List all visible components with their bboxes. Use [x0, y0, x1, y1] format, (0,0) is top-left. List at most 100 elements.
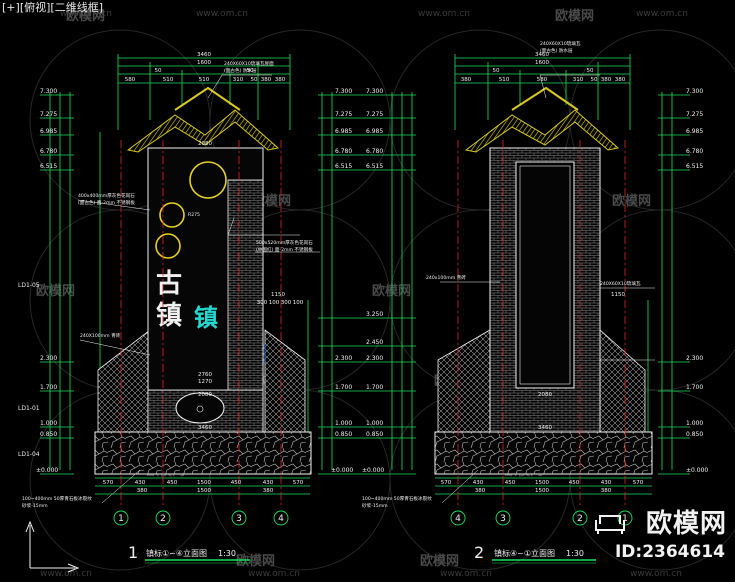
brand-watermark: 欧模网 [612, 193, 651, 209]
svg-text:430: 430 [473, 480, 484, 486]
svg-text:570: 570 [103, 480, 114, 486]
svg-text:300: 300 [281, 300, 292, 306]
svg-text:±0.000: ±0.000 [331, 467, 353, 474]
svg-text:50: 50 [155, 68, 162, 74]
svg-text:570: 570 [293, 480, 304, 486]
brand-watermark: 欧模网 [236, 553, 275, 569]
svg-text:2760: 2760 [198, 372, 212, 378]
svg-text:380: 380 [615, 77, 626, 83]
svg-text:(面古色) 面-2mm 不锈钢板: (面古色) 面-2mm 不锈钢板 [78, 199, 135, 206]
svg-text:2080: 2080 [538, 392, 552, 398]
svg-text:1600: 1600 [197, 60, 211, 66]
svg-text:500x520mm厚灰色花岗石: 500x520mm厚灰色花岗石 [256, 239, 313, 246]
background-watermark-text: www.om.cn www.om.cn www.om.cn www.om.cn … [40, 9, 688, 579]
svg-text:430: 430 [601, 480, 612, 486]
svg-text:2080: 2080 [198, 141, 212, 147]
svg-text:6.985: 6.985 [40, 128, 57, 135]
left-roof-main [126, 109, 280, 153]
left-bottom-dim-labels: 570 430 450 1500 450 430 570 380 1500 38… [103, 480, 304, 494]
viewport-label[interactable]: [+][俯视][二维线框] [2, 1, 103, 14]
left-mid-dim-labels: 2080 1150 300 100 300 100 2760 1270 3460… [198, 141, 304, 431]
left-roof-top [174, 86, 241, 111]
right-dimension-frame [391, 54, 673, 495]
svg-text:100~400mm 50厚青石板冰裂纹: 100~400mm 50厚青石板冰裂纹 [22, 495, 92, 502]
svg-text:2: 2 [160, 514, 166, 524]
svg-text:6.985: 6.985 [366, 128, 383, 135]
svg-text:7.300: 7.300 [335, 88, 352, 95]
svg-text:3.250: 3.250 [366, 311, 383, 318]
svg-text:310: 310 [233, 77, 244, 83]
view-direction-menu[interactable]: [俯视] [19, 1, 51, 14]
svg-text:510: 510 [199, 77, 210, 83]
svg-text:6.515: 6.515 [40, 163, 57, 170]
brand-watermark: 欧模网 [372, 283, 411, 299]
elevation-right[interactable]: 4 3 2 1 3460 1600 50 50 380 510 580 310 … [345, 40, 708, 564]
svg-text:2.300: 2.300 [335, 355, 352, 362]
brand-watermark: 欧模网 [555, 8, 594, 24]
site-watermark: www.om.cn [196, 9, 248, 19]
svg-text:6.780: 6.780 [335, 148, 352, 155]
right-stone-base [434, 431, 653, 475]
site-watermark: www.om.cn [40, 569, 92, 579]
svg-text:0.850: 0.850 [335, 431, 352, 438]
svg-text:570: 570 [441, 480, 452, 486]
svg-text:430: 430 [135, 480, 146, 486]
svg-text:1500: 1500 [535, 480, 549, 486]
right-level-ticks [345, 94, 690, 475]
svg-text:450: 450 [231, 480, 242, 486]
svg-text:3: 3 [236, 514, 242, 524]
left-elevation-scale: 1:30 [218, 549, 236, 558]
svg-text:7.275: 7.275 [40, 111, 57, 118]
svg-text:100: 100 [293, 300, 304, 306]
right-pillar-panel [515, 161, 575, 389]
svg-text:1500: 1500 [535, 488, 549, 494]
svg-text:50: 50 [493, 68, 500, 74]
right-roof-main [464, 109, 620, 153]
svg-text:50: 50 [591, 77, 598, 83]
left-callouts: 240X60X10琉璃瓦屋面 (面古色) 防水层 400x400mm厚灰色花岗石… [22, 60, 313, 509]
svg-text:50: 50 [247, 68, 254, 74]
viewport-toggle[interactable]: [+] [2, 1, 20, 14]
svg-text:2.300: 2.300 [40, 355, 57, 362]
svg-text:7.300: 7.300 [40, 88, 57, 95]
visual-style-menu[interactable]: [二维线框] [50, 1, 103, 14]
svg-text:2.300: 2.300 [686, 355, 703, 362]
svg-text:380: 380 [461, 77, 472, 83]
model-id-label: ID:2364614 [614, 542, 725, 562]
sign-char-zhen: 镇 [156, 301, 182, 331]
right-callouts: 240X60X10琉璃瓦 (面古色) 防水层 240X60X10琉璃瓦 240x… [362, 40, 641, 509]
svg-text:2080: 2080 [198, 392, 212, 398]
site-watermark: www.om.cn [248, 569, 300, 579]
left-elevation-number: 1 [128, 543, 138, 562]
svg-text:砂浆-15mm: 砂浆-15mm [362, 502, 388, 509]
site-watermark: www.om.cn [630, 569, 682, 579]
ucs-axis-icon [25, 520, 80, 573]
site-watermark: www.om.cn [60, 9, 112, 19]
svg-text:380: 380 [263, 488, 274, 494]
svg-text:3: 3 [500, 514, 506, 524]
left-side-labels: LD1-05 LD1-01 LD1-04 [18, 282, 40, 458]
svg-text:380: 380 [275, 77, 286, 83]
left-callout-leaders [77, 74, 320, 504]
svg-text:3460: 3460 [198, 425, 212, 431]
svg-text:R275: R275 [188, 212, 200, 218]
svg-text:430: 430 [263, 480, 274, 486]
svg-text:400x400mm厚灰色花岗石: 400x400mm厚灰色花岗石 [78, 192, 135, 199]
svg-text:1150: 1150 [271, 292, 285, 298]
svg-text:510: 510 [163, 77, 174, 83]
right-elevation-title: 镇标④~①立面图 [494, 548, 555, 558]
elevation-left[interactable]: 古 镇 镇 1 2 3 4 3460 1600 50 [18, 52, 353, 564]
svg-text:380: 380 [475, 488, 486, 494]
left-portal-knob [196, 405, 204, 413]
svg-text:0.850: 0.850 [686, 431, 703, 438]
svg-text:100: 100 [269, 300, 280, 306]
svg-text:1.000: 1.000 [366, 420, 383, 427]
svg-text:1.000: 1.000 [335, 420, 352, 427]
svg-text:2.300: 2.300 [366, 355, 383, 362]
svg-text:0.850: 0.850 [366, 431, 383, 438]
left-wing-right [264, 329, 306, 433]
svg-text:1: 1 [118, 514, 124, 524]
right-callout-leaders [440, 74, 655, 504]
left-axis-bubbles [113, 510, 289, 526]
